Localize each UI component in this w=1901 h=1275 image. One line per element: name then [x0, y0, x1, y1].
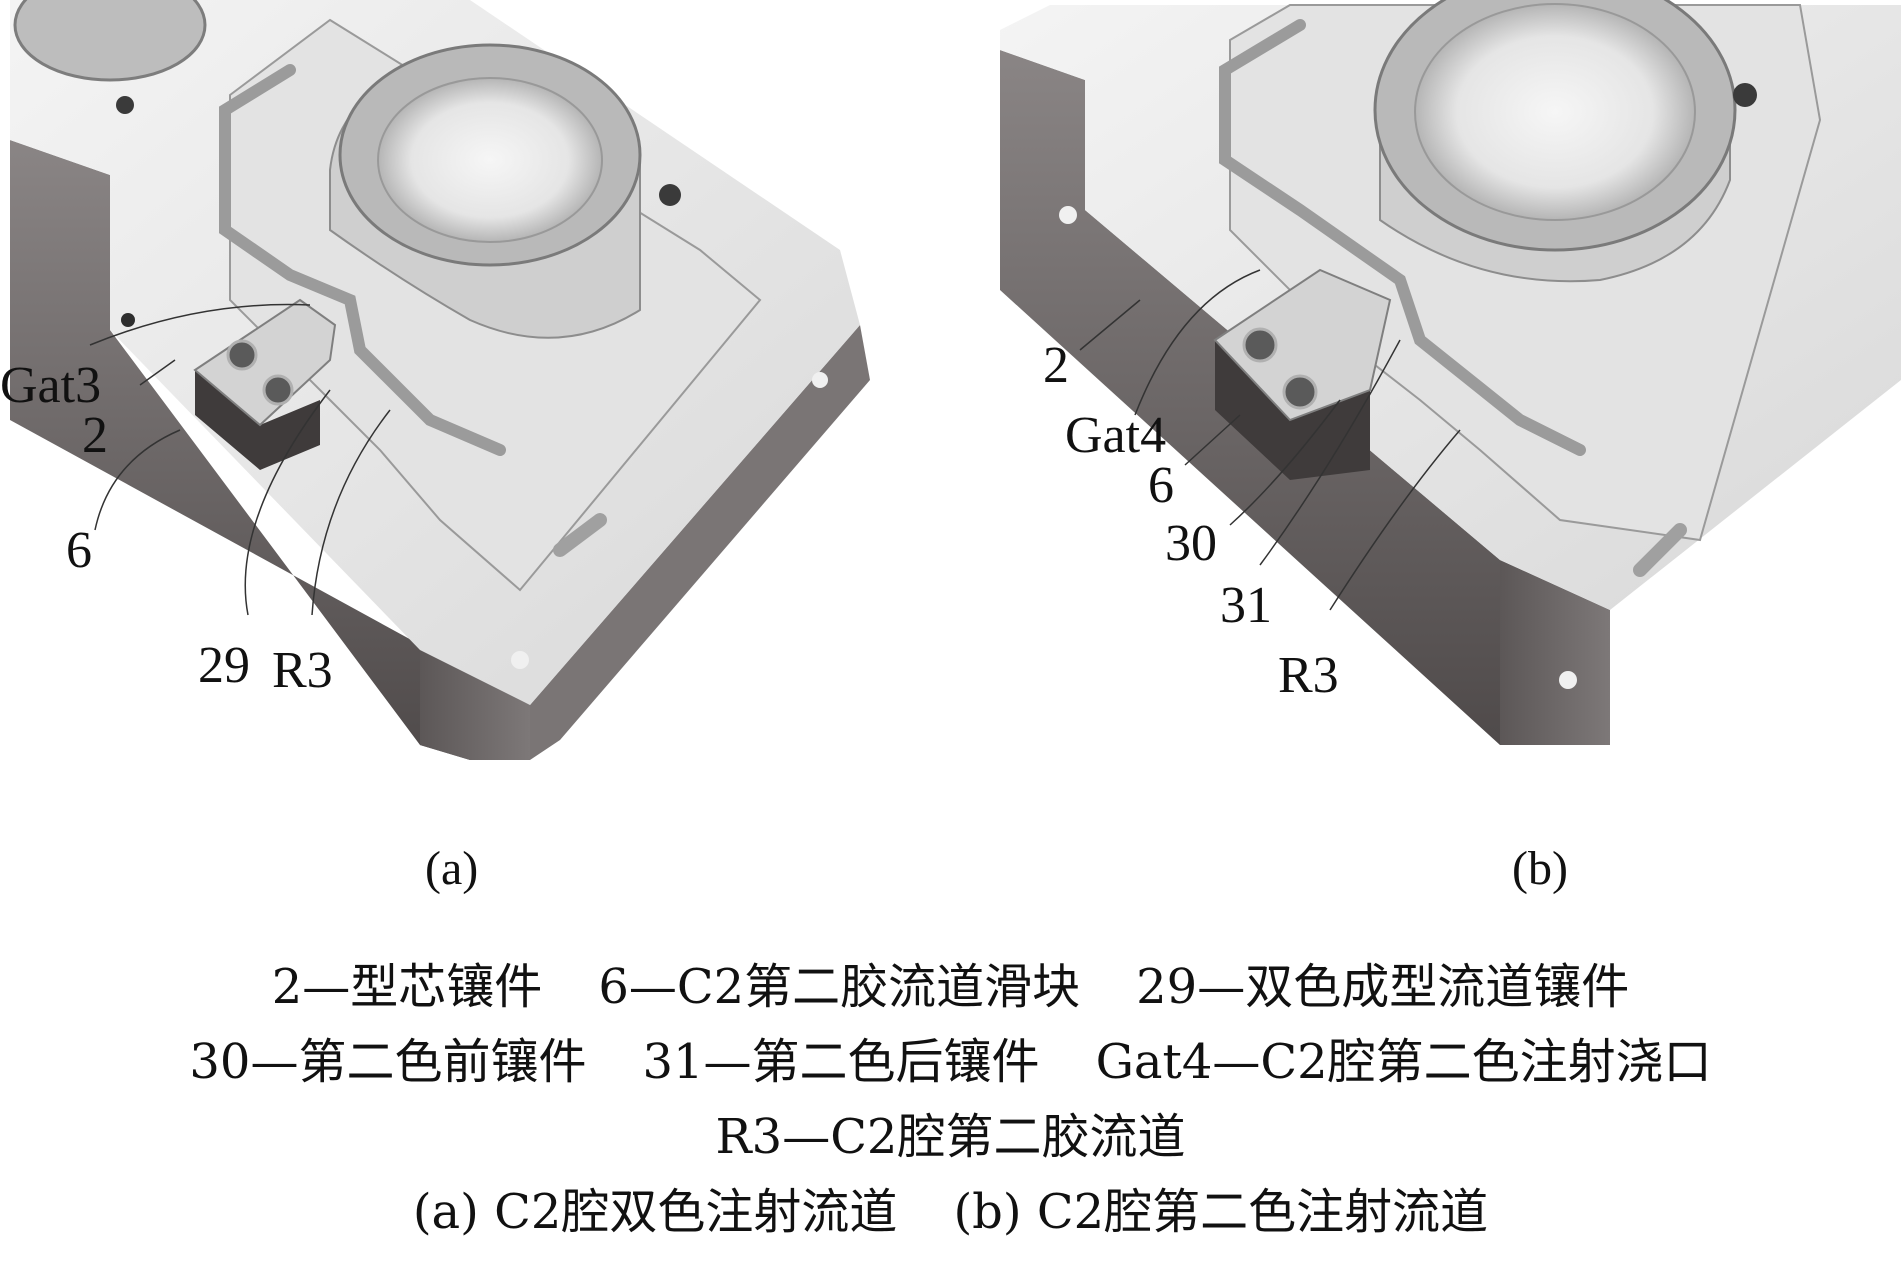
panel-b-cup-floor — [1414, 3, 1696, 221]
caption-line: (a) C2腔双色注射流道 (b) C2腔第二色注射流道 — [0, 1184, 1901, 1240]
legend-item-r3: R3—C2腔第二胶流道 — [715, 1109, 1186, 1165]
panel-b-callout-r3: R3 — [1278, 647, 1339, 704]
caption-a: (a) C2腔双色注射流道 — [412, 1184, 898, 1240]
panel-a-front-face — [420, 650, 530, 760]
panel-b-front-face — [1500, 560, 1610, 745]
panel-a-slider-side — [195, 370, 320, 470]
panel-b-leader-gat4 — [1134, 269, 1261, 416]
panel-a-callout-6: 6 — [66, 522, 92, 579]
panel-b-callout-6: 6 — [1148, 457, 1174, 514]
panel-a-leader-29 — [244, 389, 331, 616]
panel-a-hole-4 — [812, 372, 828, 388]
panel-b-hole-1 — [1733, 83, 1757, 107]
panel-b-slider-hole-1 — [1242, 327, 1278, 363]
panel-a-hole-3 — [121, 313, 135, 327]
panel-a-upper-cavity — [13, 0, 207, 82]
panel-b-leader-30 — [1229, 399, 1341, 526]
legend-item-2: 2—型芯镶件 — [271, 959, 543, 1015]
panel-b-leader-2 — [1079, 299, 1141, 351]
panel-a-drawing — [10, 0, 870, 760]
panel-a-slider-hole-1 — [226, 339, 258, 371]
panel-a-cup-floor — [377, 77, 603, 243]
panel-a-runner-groove — [553, 513, 607, 557]
panel-a-callout-r3: R3 — [272, 642, 333, 699]
panel-a-leader-2 — [139, 359, 176, 386]
panel-b-leader-6 — [1184, 414, 1241, 466]
figure-drawings — [10, 0, 1901, 760]
panel-a-hole-5 — [511, 651, 529, 669]
legend-line-2: 30—第二色前镶件 31—第二色后镶件 Gat4—C2腔第二色注射浇口 — [0, 1034, 1901, 1090]
panel-b-leader-r3 — [1329, 429, 1461, 611]
legend-item-30: 30—第二色前镶件 — [189, 1034, 587, 1090]
panel-a-slider-hole-2 — [262, 374, 294, 406]
legend-item-29: 29—双色成型流道镶件 — [1136, 959, 1630, 1015]
panel-a-hole-2 — [659, 184, 681, 206]
panel-b-callout-30: 30 — [1165, 515, 1217, 572]
panel-a-leader-6 — [94, 429, 181, 531]
panel-b-drawing — [1000, 0, 1901, 745]
panel-a-callout-29: 29 — [198, 637, 250, 694]
legend-line-3: R3—C2腔第二胶流道 — [0, 1109, 1901, 1165]
panel-b-callout-gat4: Gat4 — [1065, 407, 1167, 464]
panel-b-callout-31: 31 — [1220, 577, 1272, 634]
legend-item-31: 31—第二色后镶件 — [642, 1034, 1040, 1090]
panel-b-slider-top — [1213, 268, 1392, 422]
panel-a-callout-gat3: Gat3 — [0, 357, 102, 414]
panel-b-leader-31 — [1259, 339, 1401, 566]
panel-b-callout-2: 2 — [1043, 337, 1069, 394]
legend-item-gat4: Gat4—C2腔第二色注射浇口 — [1095, 1034, 1712, 1090]
panel-a-right-face — [530, 325, 870, 760]
panel-b-runner-groove — [1633, 523, 1687, 577]
panel-b-hole-3 — [1559, 671, 1577, 689]
panel-b-label: (b) — [1512, 842, 1568, 895]
panel-a-runner-channel — [219, 64, 506, 456]
panel-a-leader-gat3 — [89, 303, 311, 346]
caption-b: (b) C2腔第二色注射流道 — [953, 1184, 1489, 1240]
panel-b-slider-hole-2 — [1282, 374, 1318, 410]
panel-a-leader-r3 — [311, 409, 391, 616]
panel-b-slider-side — [1215, 340, 1370, 480]
panel-a-callout-2: 2 — [82, 407, 108, 464]
panel-b-runner-channel — [1219, 19, 1586, 456]
panel-a-slider-top — [193, 298, 337, 427]
legend-line-1: 2—型芯镶件 6—C2第二胶流道滑块 29—双色成型流道镶件 — [0, 959, 1901, 1015]
panel-a-hole-1 — [116, 96, 134, 114]
legend-item-6: 6—C2第二胶流道滑块 — [598, 959, 1081, 1015]
panel-a-label: (a) — [425, 842, 479, 895]
panel-b-hole-2 — [1059, 206, 1077, 224]
